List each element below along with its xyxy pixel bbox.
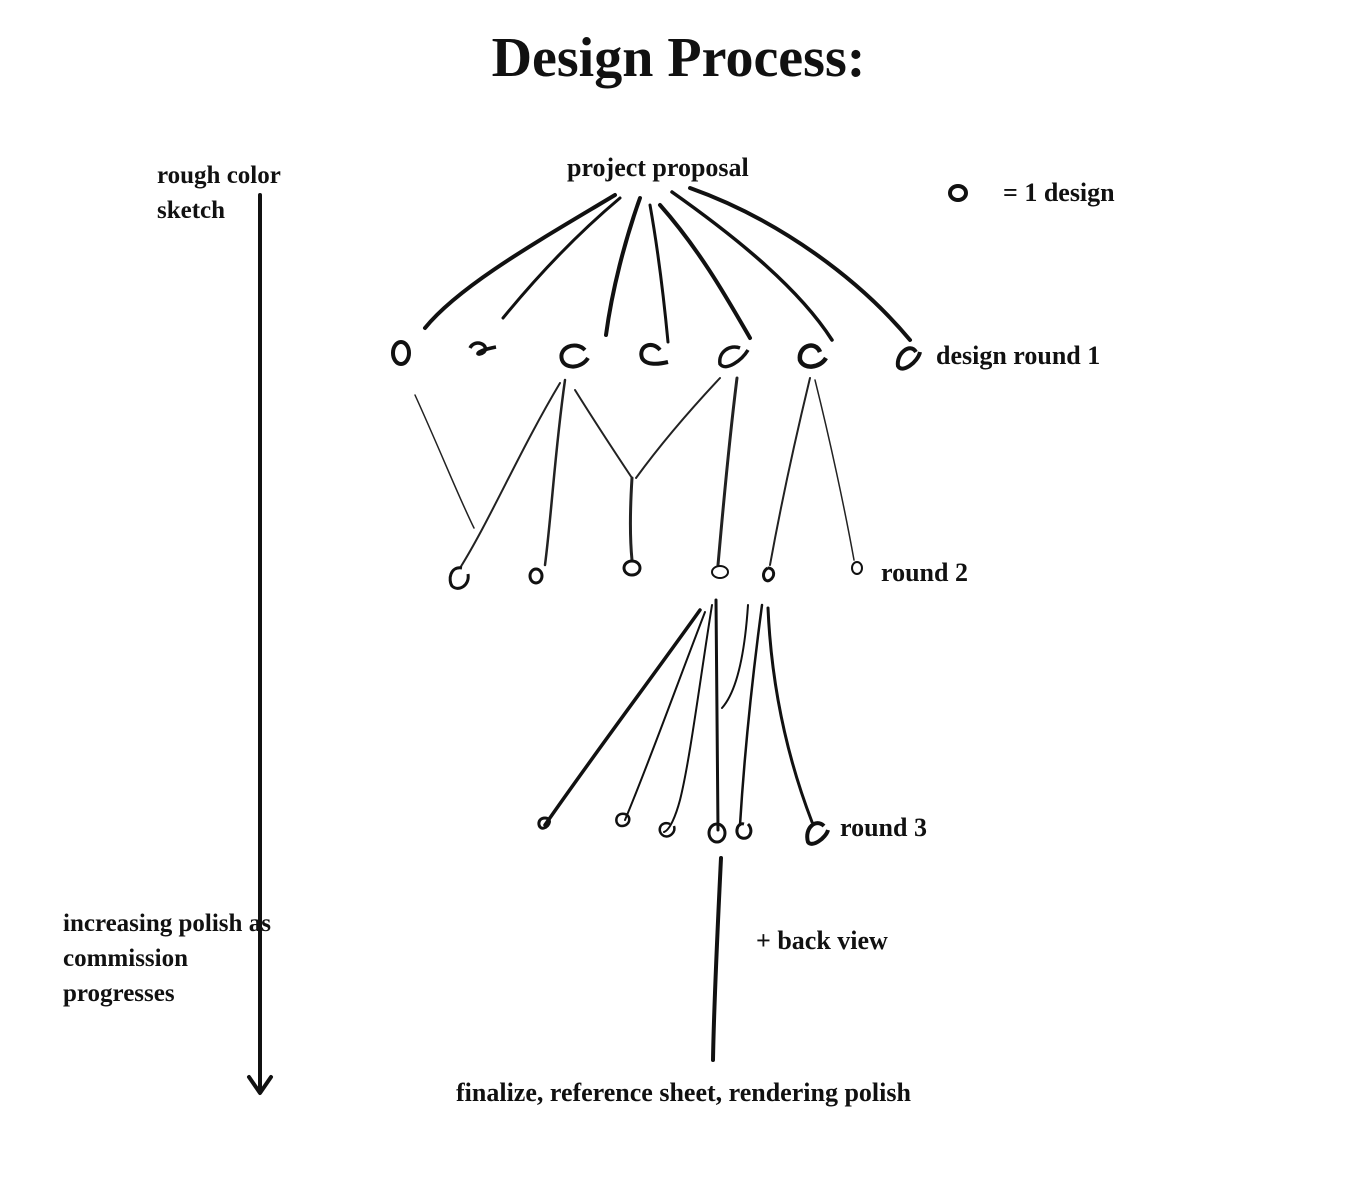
connector: [543, 378, 567, 567]
connectors-round2-to-round3: [543, 598, 814, 833]
connector: [716, 376, 739, 567]
connector: [423, 193, 617, 330]
connector: [574, 389, 633, 479]
page-title: Design Process:: [491, 27, 866, 89]
design-circle-icon: [448, 566, 470, 590]
connector: [414, 394, 475, 529]
node-label-back-view: + back view: [756, 926, 888, 955]
connector: [721, 604, 749, 709]
connector: [543, 608, 702, 827]
design-circle-icon: [559, 343, 590, 369]
design-circle-icon: [805, 821, 830, 846]
connector: [769, 377, 811, 566]
progress-arrow: [247, 193, 273, 1095]
design-circle-icon: [707, 822, 727, 844]
design-circle-icon: [718, 345, 750, 369]
connector: [635, 377, 721, 479]
connector: [459, 382, 561, 569]
connector: [658, 203, 752, 340]
connectors-proposal-to-round1: [423, 186, 912, 344]
design-circle-icon: [528, 567, 544, 585]
design-circle-icon: [762, 566, 776, 583]
connector: [688, 186, 912, 342]
connector: [629, 476, 634, 562]
node-label-final: finalize, reference sheet, rendering pol…: [456, 1078, 911, 1107]
connector: [814, 379, 855, 561]
round3-designs: [537, 812, 830, 846]
legend-label: = 1 design: [1003, 178, 1115, 207]
side-label-top: rough color sketch: [157, 162, 281, 224]
design-circle-icon: [735, 822, 753, 840]
legend-circle-icon: [948, 184, 968, 202]
round2-designs: [448, 559, 863, 590]
design-circle-icon: [615, 812, 631, 828]
connector: [604, 196, 642, 337]
node-label-round1: design round 1: [936, 341, 1101, 370]
node-label-round2: round 2: [881, 558, 968, 587]
connector: [624, 611, 706, 821]
connectors-round1-to-round2: [414, 376, 855, 569]
design-circle-icon: [658, 821, 676, 838]
connector: [738, 603, 764, 827]
design-circle-icon: [391, 340, 411, 366]
design-circle-icon: [537, 816, 551, 830]
connector: [501, 196, 622, 320]
connector: [663, 604, 713, 833]
round1-designs: [391, 340, 922, 371]
connector-round3-to-final: [711, 856, 723, 1062]
connector: [648, 203, 670, 344]
connector: [714, 598, 720, 832]
design-circle-icon: [622, 559, 642, 577]
connector: [670, 190, 834, 342]
node-label-proposal: project proposal: [567, 153, 749, 182]
design-circle-icon: [851, 561, 863, 575]
design-circle-icon: [797, 343, 828, 369]
design-circle-icon: [639, 342, 669, 366]
design-circle-icon: [468, 341, 497, 356]
side-label-bottom: increasing polish as commission progress…: [63, 910, 271, 1007]
design-circle-icon: [895, 346, 922, 371]
node-label-round3: round 3: [840, 813, 927, 842]
design-circle-icon: [711, 565, 729, 579]
connector: [766, 606, 814, 824]
